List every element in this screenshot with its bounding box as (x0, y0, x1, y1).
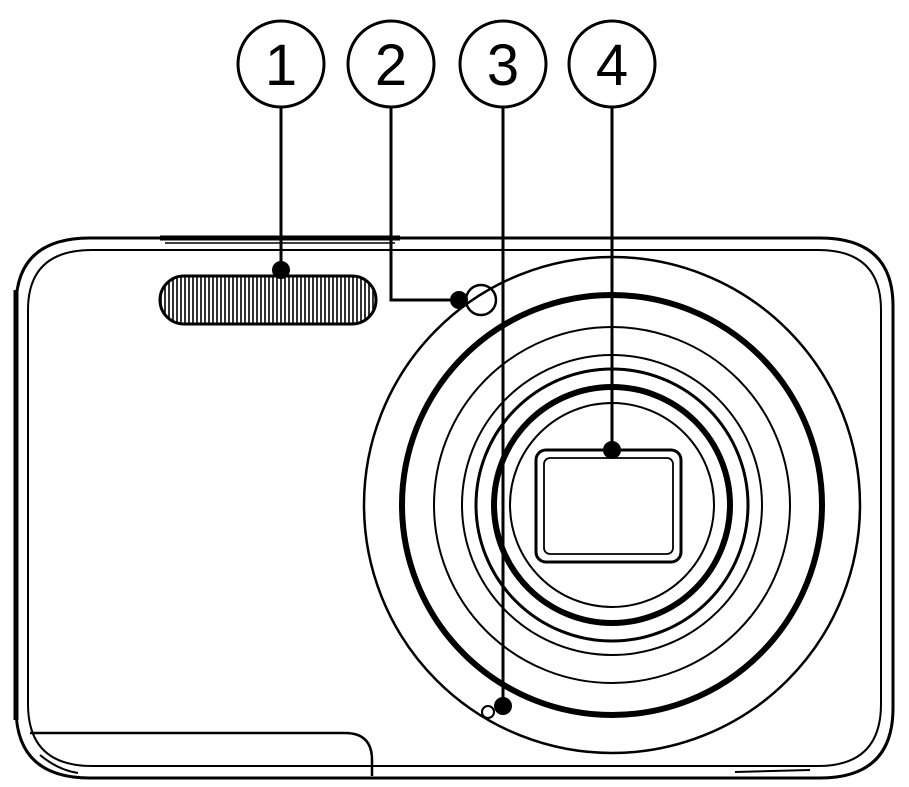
camera-body-outline (14, 236, 895, 780)
flash-grille (158, 274, 378, 326)
lens-window-inner (543, 457, 674, 555)
bottom-left-panel (30, 731, 374, 776)
leader-dot-1 (272, 261, 290, 279)
microphone-hole (481, 705, 495, 719)
callout-3: 3 (458, 19, 548, 109)
lens-window-outer (534, 448, 683, 564)
callout-1-number: 1 (265, 33, 297, 98)
callout-4-number: 4 (596, 33, 628, 98)
leader-line-2 (389, 108, 450, 302)
bottom-right-accent (734, 769, 811, 773)
callout-4: 4 (567, 19, 657, 109)
flash-grille-fill (158, 274, 378, 326)
leader-lines (279, 108, 614, 703)
camera-body (13, 235, 895, 780)
callout-1: 1 (236, 19, 326, 109)
bottom-left-corner-accent (39, 754, 79, 774)
callout-2-number: 2 (375, 33, 407, 98)
callouts: 1 2 3 4 (236, 19, 657, 109)
camera-body-inner-outline (27, 249, 882, 767)
callout-3-number: 3 (487, 33, 519, 98)
leader-dot-2 (450, 291, 468, 309)
leader-dots (272, 261, 621, 715)
leader-dot-3 (494, 697, 512, 715)
callout-2: 2 (346, 19, 436, 109)
leader-dot-4 (603, 441, 621, 459)
